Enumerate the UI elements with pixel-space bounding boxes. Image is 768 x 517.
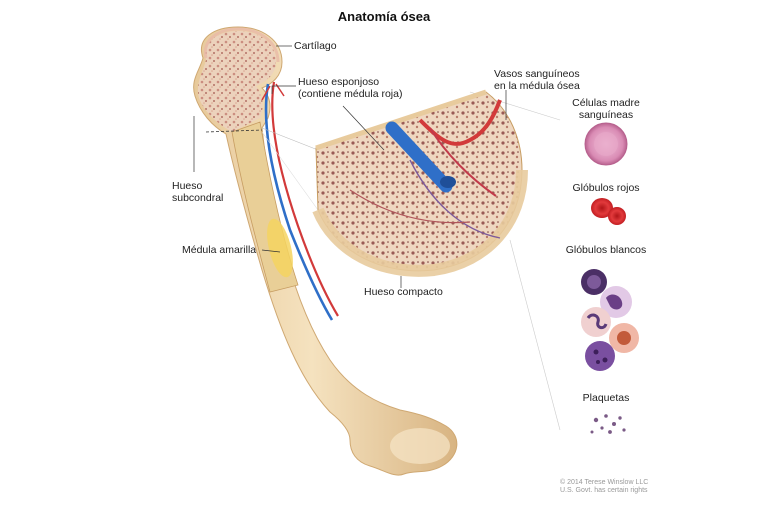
stem-cell	[584, 122, 628, 166]
label-medula-amarilla: Médula amarilla	[182, 244, 257, 256]
label-vasos-line2: en la médula ósea	[494, 80, 580, 92]
label-cartilago: Cartílago	[294, 40, 337, 52]
label-plaquetas: Plaquetas	[582, 392, 630, 404]
label-globulos-blancos: Glóbulos blancos	[565, 244, 647, 256]
label-hueso-esponjoso-line2: (contiene médula roja)	[298, 88, 403, 100]
white-blood-cells	[581, 269, 639, 371]
copyright-line2: U.S. Govt. has certain rights	[560, 487, 648, 494]
cross-section	[261, 89, 561, 431]
label-vasos-line1: Vasos sanguíneos	[494, 68, 580, 80]
platelets	[590, 414, 626, 434]
label-hueso-esponjoso: Hueso esponjoso (contiene médula roja)	[298, 76, 402, 100]
label-hueso-subcondral-line1: Hueso	[172, 180, 203, 192]
femur-bone	[193, 26, 458, 476]
label-hueso-subcondral: Hueso subcondral	[172, 180, 223, 204]
leader-lines	[193, 45, 507, 288]
label-globulos-rojos: Glóbulos rojos	[572, 182, 640, 194]
label-hueso-subcondral-line2: subcondral	[172, 192, 224, 204]
label-celulas-madre-line1: Células madre	[572, 97, 640, 109]
red-blood-cells	[591, 198, 626, 225]
label-celulas-madre: Células madre sanguíneas	[556, 97, 656, 121]
label-celulas-madre-line2: sanguíneas	[578, 109, 634, 121]
copyright-notice: © 2014 Terese Winslow LLC U.S. Govt. has…	[560, 479, 648, 495]
copyright-line1: © 2014 Terese Winslow LLC	[560, 479, 649, 486]
label-hueso-compacto: Hueso compacto	[364, 286, 443, 298]
label-hueso-esponjoso-line1: Hueso esponjoso	[298, 76, 380, 88]
diagram-title: Anatomía ósea	[337, 9, 431, 24]
label-vasos-sanguineos: Vasos sanguíneos en la médula ósea	[494, 68, 580, 92]
